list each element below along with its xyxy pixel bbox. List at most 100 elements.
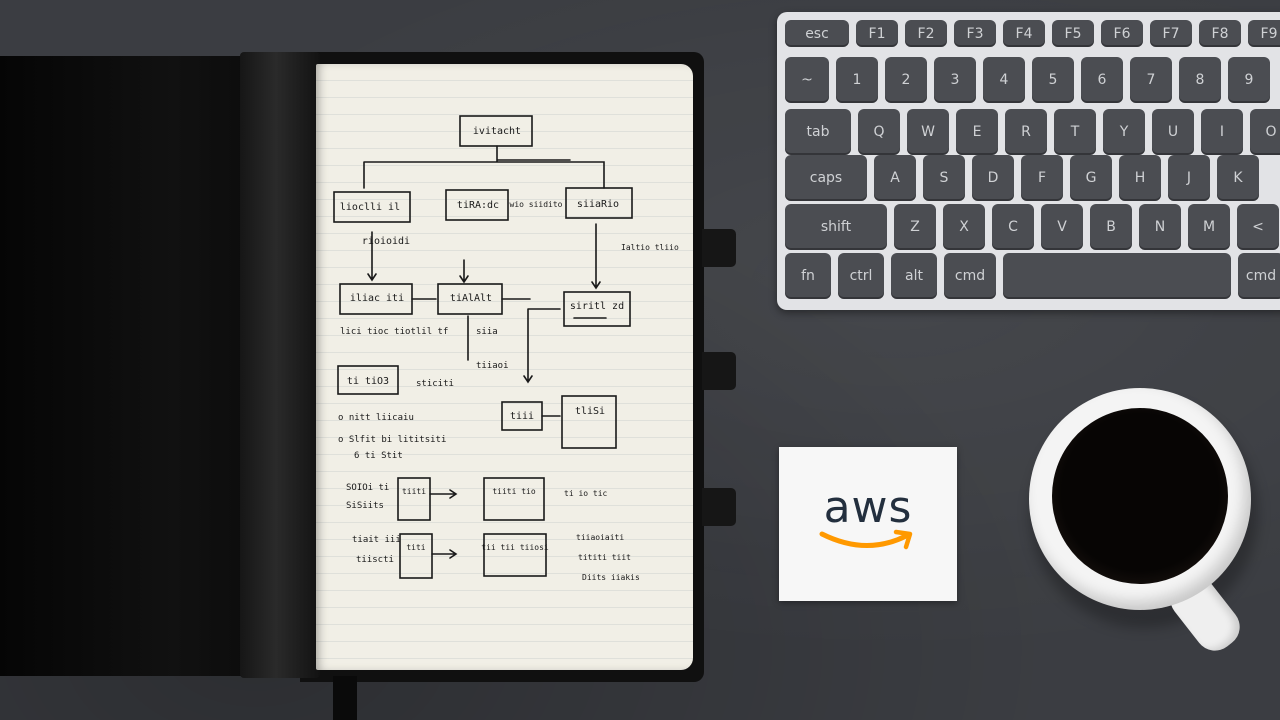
keyboard-key[interactable]: caps [785, 155, 867, 201]
keyboard-key[interactable]: M [1188, 204, 1230, 250]
keyboard-key[interactable]: < [1237, 204, 1279, 250]
flow-box [563, 291, 631, 327]
flow-box [445, 189, 509, 221]
keyboard-key[interactable]: F9 [1248, 20, 1280, 47]
keyboard-key[interactable]: cmd [1238, 253, 1280, 299]
bookmark-ribbon [333, 676, 357, 720]
keyboard-key[interactable]: G [1070, 155, 1112, 201]
keyboard-key[interactable]: F4 [1003, 20, 1045, 47]
keyboard-key[interactable]: H [1119, 155, 1161, 201]
keyboard-key[interactable]: 7 [1130, 57, 1172, 103]
flow-note: tititi tiit [578, 553, 631, 562]
keyboard-key[interactable]: alt [891, 253, 937, 299]
keyboard-key[interactable]: T [1054, 109, 1096, 155]
keyboard-key[interactable]: D [972, 155, 1014, 201]
flow-note: sticiti [416, 379, 454, 389]
page-tab [702, 352, 736, 390]
flow-connector [363, 145, 605, 189]
keyboard-key[interactable]: cmd [944, 253, 996, 299]
page-tab [702, 229, 736, 267]
flow-note: tiiscti [356, 555, 394, 565]
flow-box [561, 395, 617, 449]
flow-node-text: tliSi [575, 406, 605, 417]
keyboard-key[interactable]: F6 [1101, 20, 1143, 47]
flow-node-text: tiRA:dc [457, 200, 499, 211]
keyboard-key[interactable]: U [1152, 109, 1194, 155]
keyboard-key[interactable]: 2 [885, 57, 927, 103]
keyboard-key[interactable]: fn [785, 253, 831, 299]
flow-note: tiiaoiaiti [576, 533, 624, 542]
flow-note: siia [476, 327, 498, 337]
keyboard-key[interactable]: 4 [983, 57, 1025, 103]
keyboard-key[interactable]: F7 [1150, 20, 1192, 47]
flow-node-text: siiaRio [577, 199, 619, 210]
keyboard-key[interactable]: Q [858, 109, 900, 155]
aws-logo-text: aws [823, 482, 913, 533]
list-note: o Slfit bi lititsiti [338, 435, 446, 445]
aws-sticky-note: aws [779, 447, 957, 601]
spacebar-key[interactable] [1003, 253, 1231, 299]
keyboard-key[interactable]: W [907, 109, 949, 155]
keyboard-key[interactable]: F3 [954, 20, 996, 47]
flow-box [337, 365, 399, 395]
keyboard-key[interactable]: tab [785, 109, 851, 155]
flow-box [483, 533, 547, 577]
flow-node-text: iliac iti [350, 293, 404, 304]
flow-node-text: tiiti tio [492, 487, 536, 496]
flow-node-text: titi [406, 543, 425, 552]
flow-box [333, 191, 411, 223]
page-tab [702, 488, 736, 526]
flow-node-text: tiAlAlt [450, 293, 492, 304]
flow-node-text: ti tiO3 [347, 376, 389, 387]
keyboard-key[interactable]: F5 [1052, 20, 1094, 47]
keyboard-key[interactable]: 1 [836, 57, 878, 103]
flow-box [483, 477, 545, 521]
keyboard-key[interactable]: I [1201, 109, 1243, 155]
keyboard-key[interactable]: N [1139, 204, 1181, 250]
keyboard-key[interactable]: Z [894, 204, 936, 250]
keyboard-key[interactable]: Y [1103, 109, 1145, 155]
coffee-surface [1052, 408, 1228, 584]
keyboard-key[interactable]: V [1041, 204, 1083, 250]
flow-box [565, 187, 633, 219]
aws-smile-arrow-icon [819, 529, 913, 550]
keyboard-key[interactable]: F8 [1199, 20, 1241, 47]
keyboard-key[interactable]: S [923, 155, 965, 201]
keyboard-key[interactable]: C [992, 204, 1034, 250]
keyboard-key[interactable]: O [1250, 109, 1280, 155]
keyboard-key[interactable]: F2 [905, 20, 947, 47]
keyboard-key[interactable]: 6 [1081, 57, 1123, 103]
keyboard-key[interactable]: X [943, 204, 985, 250]
flow-connector [367, 231, 377, 282]
keyboard-key[interactable]: 3 [934, 57, 976, 103]
notebook-page [316, 64, 693, 670]
notebook-cover [0, 56, 250, 676]
flow-note: SOIOi ti [346, 483, 389, 493]
flowchart-sketch: ivitacht lioclli il tiRA:dc siiaRio wio … [333, 115, 679, 582]
keyboard-key[interactable]: 9 [1228, 57, 1270, 103]
keyboard-key[interactable]: 8 [1179, 57, 1221, 103]
flow-note: tiait iii [352, 535, 401, 545]
flow-note: wio siidito [510, 200, 563, 209]
flow-node-text: tiii [510, 411, 534, 422]
keyboard-key[interactable]: ~ [785, 57, 829, 103]
flow-connector [591, 223, 601, 290]
keyboard-key[interactable]: J [1168, 155, 1210, 201]
keyboard-key[interactable]: esc [785, 20, 849, 47]
keyboard-key[interactable]: A [874, 155, 916, 201]
flow-note: tiiaoi [476, 361, 509, 371]
keyboard-key[interactable]: F1 [856, 20, 898, 47]
keyboard-key[interactable]: B [1090, 204, 1132, 250]
keyboard-key[interactable]: F [1021, 155, 1063, 201]
keyboard-key[interactable]: ctrl [838, 253, 884, 299]
keyboard-key[interactable]: 5 [1032, 57, 1074, 103]
keyboard-key[interactable]: E [956, 109, 998, 155]
keyboard-key[interactable]: K [1217, 155, 1259, 201]
keyboard-key[interactable]: R [1005, 109, 1047, 155]
flow-title-text: ivitacht [473, 126, 521, 137]
flow-box [397, 477, 431, 521]
keyboard-key[interactable]: shift [785, 204, 887, 250]
